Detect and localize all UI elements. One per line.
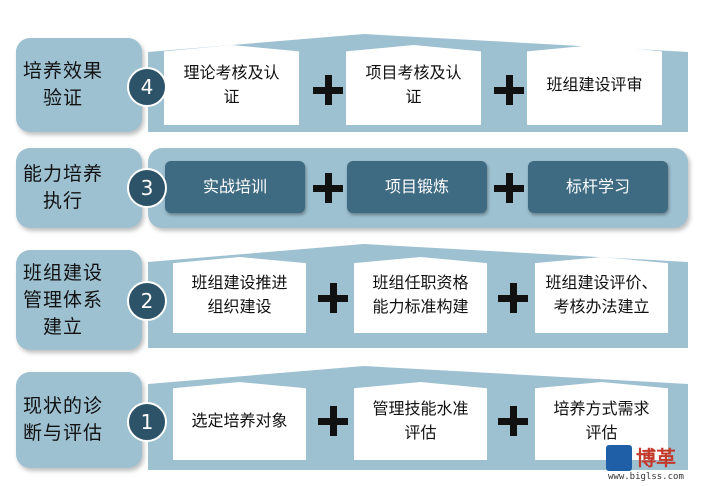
item-card: 班组建设评价、考核办法建立 (535, 257, 668, 333)
plus-icon (318, 406, 348, 436)
logo-name: 博革 (636, 446, 676, 470)
stage-number-badge: 2 (127, 281, 167, 321)
plus-icon (498, 406, 528, 436)
stage-number-badge: 1 (127, 402, 167, 442)
logo-mark-icon (606, 445, 632, 471)
plus-icon (313, 173, 343, 203)
item-card: 班组任职资格能力标准构建 (354, 257, 487, 333)
label-line: 培养效果 (22, 60, 103, 82)
item-card: 管理技能水准评估 (354, 382, 487, 460)
item-card: 项目锻炼 (347, 161, 487, 213)
stage-label: 现状的诊 断与评估 (16, 372, 142, 468)
stage-label: 培养效果 验证 (16, 38, 142, 132)
stage-number-badge: 4 (127, 67, 167, 107)
plus-icon (498, 283, 528, 313)
plus-icon (318, 283, 348, 313)
item-card: 项目考核及认证 (346, 45, 481, 125)
label-line: 执行 (42, 190, 83, 212)
plus-icon (494, 75, 524, 105)
label-line: 管理体系 (22, 288, 103, 311)
logo-url: www.biglss.com (608, 472, 684, 482)
stage-label: 班组建设 管理体系 建立 (16, 250, 142, 350)
item-card: 选定培养对象 (173, 382, 306, 460)
label-line: 建立 (42, 315, 83, 338)
label-line: 现状的诊 (22, 395, 103, 417)
label-line: 能力培养 (22, 163, 103, 185)
brand-logo: 博革 www.biglss.com (606, 443, 696, 483)
stage-number-badge: 3 (127, 168, 167, 208)
label-line: 验证 (42, 87, 83, 109)
plus-icon (494, 173, 524, 203)
label-line: 断与评估 (22, 422, 103, 444)
item-card: 标杆学习 (528, 161, 668, 213)
item-card: 实战培训 (165, 161, 305, 213)
stage-label: 能力培养 执行 (16, 148, 142, 228)
item-card: 培养方式需求评估 (535, 382, 668, 460)
plus-icon (313, 75, 343, 105)
item-card: 班组建设评审 (527, 45, 662, 125)
item-card: 班组建设推进组织建设 (173, 257, 306, 333)
item-card: 理论考核及认证 (164, 45, 299, 125)
label-line: 班组建设 (22, 261, 103, 284)
